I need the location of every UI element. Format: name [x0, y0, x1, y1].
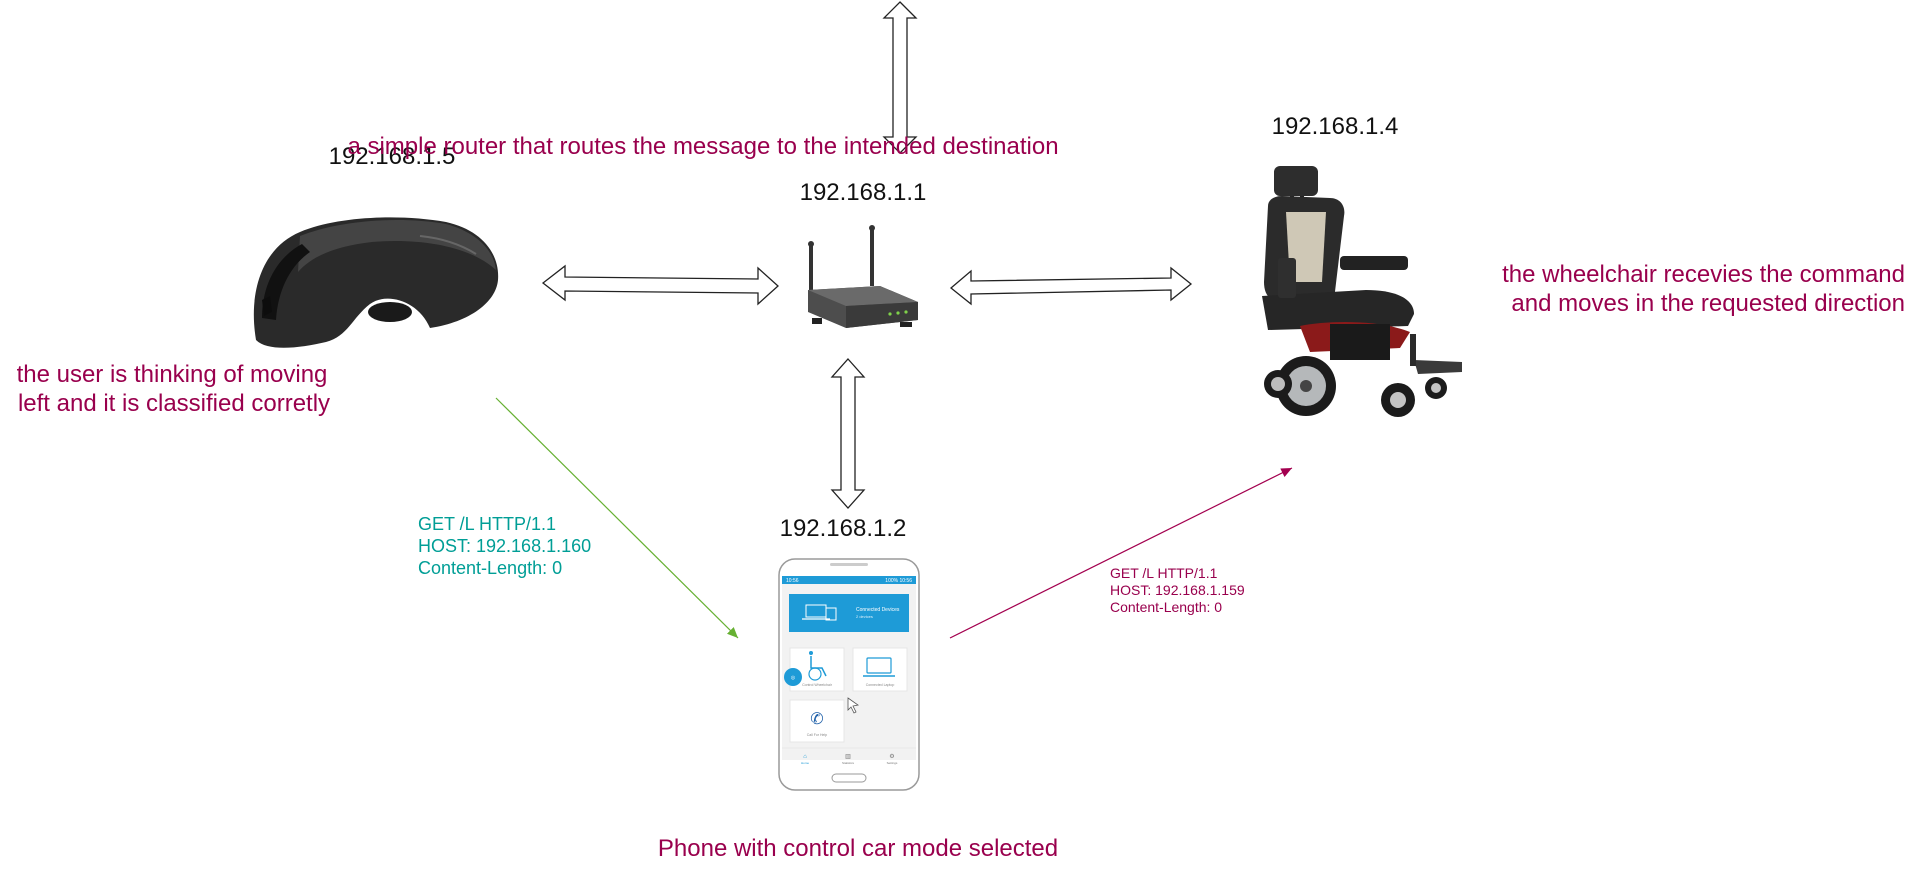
nav-stats-label: Statistics — [842, 761, 855, 765]
headset-router-double-arrow — [541, 264, 779, 306]
msg2-line3: Content-Length: 0 — [1110, 599, 1222, 615]
wifi-router-icon — [808, 225, 918, 328]
wheelchair-ip-label: 192.168.1.4 — [1272, 113, 1399, 140]
fab-icon: ◎ — [791, 675, 796, 681]
banner-subtitle: 2 devices — [856, 614, 873, 619]
user-annotation-line1: the user is thinking of moving — [17, 361, 328, 388]
phone-call-icon: ✆ — [810, 711, 823, 728]
headset-to-phone-arrow — [495, 397, 739, 639]
wheelchair-small-icon — [808, 651, 827, 681]
tile-wheelchair-label: Control Wheelchair — [802, 683, 833, 687]
nav-stats-icon[interactable]: ▥ — [845, 754, 851, 760]
phone-to-wheelchair-arrow — [949, 467, 1293, 639]
nav-settings-icon[interactable]: ⚙ — [889, 753, 894, 760]
msg1-line3: Content-Length: 0 — [418, 558, 562, 578]
tile-call-label: Call For Help — [807, 733, 827, 737]
connected-laptop-tile[interactable] — [852, 647, 908, 692]
msg1-line1: GET /L HTTP/1.1 — [418, 514, 556, 534]
banner-title: Connected Devices — [856, 607, 900, 613]
laptop-small-icon — [863, 657, 895, 677]
phone-annotation: Phone with control car mode selected — [658, 835, 1058, 862]
phone-ip-label: 192.168.1.2 — [780, 515, 907, 542]
floating-action-button[interactable] — [784, 668, 802, 686]
user-annotation-line2: left and it is classified corretly — [18, 390, 330, 417]
router-wheelchair-double-arrow — [949, 266, 1193, 306]
wheelchair-annotation-line2: and moves in the requested direction — [1511, 290, 1905, 317]
msg2-line1: GET /L HTTP/1.1 — [1110, 565, 1218, 581]
smartphone-icon: 10:56 100% 10:56 Connected Devices 2 dev… — [778, 558, 920, 791]
router-annotation: a simple router that routes the message … — [347, 133, 1058, 160]
msg2-line2: HOST: 192.168.1.159 — [1110, 582, 1245, 598]
uplink-double-arrow — [882, 1, 918, 154]
http-message-to-wheelchair: GET /L HTTP/1.1 HOST: 192.168.1.159 Cont… — [1110, 565, 1245, 615]
call-for-help-tile[interactable] — [789, 699, 845, 743]
power-wheelchair-icon — [1262, 166, 1462, 417]
eeg-headset-icon — [253, 217, 499, 348]
nav-home-label: Home — [801, 761, 809, 765]
nav-home-icon[interactable]: ⌂ — [803, 754, 807, 760]
tile-laptop-label: Connected Laptop — [866, 683, 895, 687]
msg1-line2: HOST: 192.168.1.160 — [418, 536, 591, 556]
connected-devices-banner[interactable] — [789, 594, 909, 632]
nav-settings-label: Settings — [887, 761, 898, 765]
home-button[interactable] — [831, 773, 867, 783]
router-phone-double-arrow — [830, 358, 866, 509]
phone-status-time: 10:56 — [786, 578, 799, 584]
http-message-to-phone: GET /L HTTP/1.1 HOST: 192.168.1.160 Cont… — [418, 514, 591, 578]
headset-ip-label: 192.168.1.5 — [329, 143, 456, 170]
laptop-devices-icon — [802, 604, 837, 621]
cursor-pointer-icon — [847, 697, 859, 714]
control-wheelchair-tile[interactable] — [789, 647, 845, 692]
wheelchair-annotation-line1: the wheelchair recevies the command — [1502, 261, 1905, 288]
phone-status-right: 100% 10:56 — [885, 578, 912, 584]
router-ip-label: 192.168.1.1 — [800, 179, 927, 206]
